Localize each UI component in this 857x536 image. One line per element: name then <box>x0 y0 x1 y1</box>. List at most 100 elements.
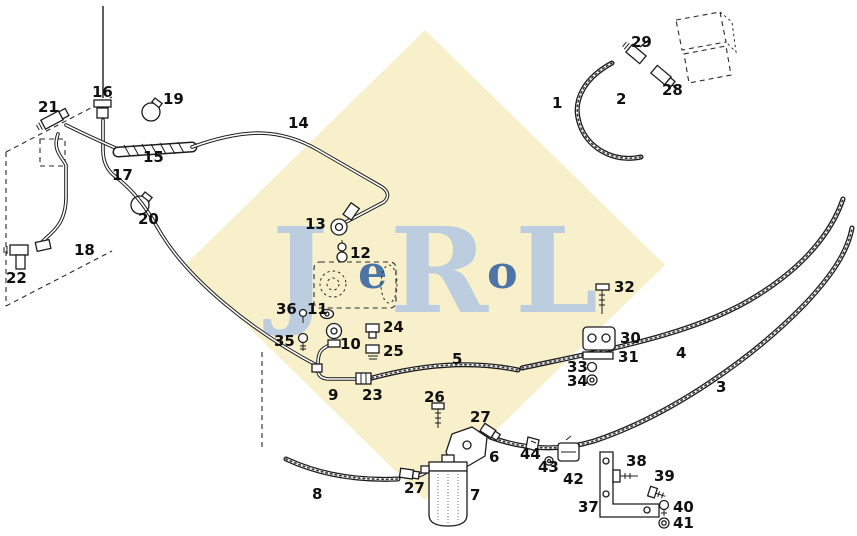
part-10-banjo-bolt <box>325 322 343 348</box>
part-label-8: 8 <box>312 485 322 503</box>
part-label-39: 39 <box>654 467 675 485</box>
part-label-9: 9 <box>328 386 338 404</box>
part-label-5: 5 <box>452 350 462 368</box>
part-38-bolt <box>612 469 638 483</box>
part-25-fitting <box>365 344 380 360</box>
part-label-40: 40 <box>673 498 694 516</box>
part-label-37: 37 <box>578 498 599 516</box>
part-label-27b: 27 <box>470 408 491 426</box>
part-42-clamp-block <box>557 435 580 462</box>
part-23-union <box>355 372 372 385</box>
watermark-diamond <box>185 30 665 500</box>
part-26-bolt <box>431 402 445 428</box>
watermark-letter-R: R <box>390 201 489 340</box>
part-label-35: 35 <box>274 332 295 350</box>
part-7-filter-canister <box>420 454 468 527</box>
hose-5 <box>369 362 521 381</box>
part-16-union <box>93 99 112 119</box>
part-label-3: 3 <box>716 378 726 396</box>
part-label-18: 18 <box>74 241 95 259</box>
part-label-31: 31 <box>618 348 639 366</box>
part-35-bolt <box>297 332 309 351</box>
pipe-21-feed <box>64 123 122 152</box>
watermark-letter-o: o <box>487 245 518 299</box>
part-label-22: 22 <box>6 269 27 287</box>
part-label-38: 38 <box>626 452 647 470</box>
part-20-hose-clamp <box>130 191 154 215</box>
part-39-bolt <box>646 485 666 499</box>
hose-1-2 <box>574 38 679 161</box>
part-label-26: 26 <box>424 388 445 406</box>
part-label-6: 6 <box>489 448 499 466</box>
part-29-fitting <box>622 41 648 65</box>
part-label-34: 34 <box>567 372 588 390</box>
sleeve-15-hatching <box>123 141 185 157</box>
pipe-18 <box>38 132 68 246</box>
part-33-nut <box>586 361 598 373</box>
part-31-plate <box>582 351 614 360</box>
part-label-7: 7 <box>470 486 480 504</box>
part-label-43: 43 <box>538 458 559 476</box>
part-label-19: 19 <box>163 90 184 108</box>
part-label-16: 16 <box>92 83 113 101</box>
part-label-1: 1 <box>552 94 562 112</box>
part-12-washers <box>336 242 348 263</box>
part-label-29: 29 <box>631 33 652 51</box>
part-43-washer <box>544 456 554 466</box>
pipe-17 <box>101 118 320 368</box>
part-11-washer <box>319 308 335 320</box>
part-label-4: 4 <box>676 344 686 362</box>
part-24-fitting <box>365 323 380 339</box>
sleeve-15 <box>112 141 198 158</box>
part-label-42: 42 <box>563 470 584 488</box>
elbow-mount-ghost <box>39 138 66 167</box>
part-label-15: 15 <box>143 148 164 166</box>
part-13-banjo-fitting <box>330 201 361 236</box>
part-18-nut <box>34 238 52 253</box>
part-21-elbow-fitting <box>36 107 70 131</box>
part-label-23: 23 <box>362 386 383 404</box>
part-label-21: 21 <box>38 98 59 116</box>
part-34-washer <box>586 374 598 386</box>
part-label-30: 30 <box>620 329 641 347</box>
part-label-17: 17 <box>112 166 133 184</box>
part-label-10: 10 <box>340 335 361 353</box>
part-label-14: 14 <box>288 114 309 132</box>
part-27b-fitting <box>479 422 502 442</box>
part-label-44: 44 <box>520 445 541 463</box>
part-label-11: 11 <box>307 300 328 318</box>
part-30-clamp-block <box>582 326 616 351</box>
part-label-32: 32 <box>614 278 635 296</box>
part-44-clip <box>525 436 540 452</box>
part-36-screw <box>298 308 308 323</box>
part-label-24: 24 <box>383 318 404 336</box>
part-label-27a: 27 <box>404 479 425 497</box>
part-19-hose-clamp <box>141 97 164 122</box>
part-22-elbow-fitting <box>3 244 29 270</box>
part-label-2: 2 <box>616 90 626 108</box>
part-label-20: 20 <box>138 210 159 228</box>
part-glyphs <box>3 41 676 529</box>
watermark-letter-J: J <box>263 201 328 340</box>
pipe-14 <box>190 131 390 224</box>
part-label-25: 25 <box>383 342 404 360</box>
part-label-12: 12 <box>350 244 371 262</box>
part-label-36: 36 <box>276 300 297 318</box>
top-right-component-ghost <box>675 11 737 84</box>
part-27a-fitting <box>398 467 421 480</box>
part-9-nut <box>311 363 323 373</box>
part-label-28: 28 <box>662 81 683 99</box>
part-label-41: 41 <box>673 514 694 532</box>
part-32-bolt <box>595 283 610 314</box>
part-label-13: 13 <box>305 215 326 233</box>
part-label-33: 33 <box>567 358 588 376</box>
part-41-nut <box>658 517 670 529</box>
part-40-bolt <box>658 499 670 516</box>
fitting-29-stub <box>639 38 651 48</box>
hose-3 <box>487 225 855 451</box>
